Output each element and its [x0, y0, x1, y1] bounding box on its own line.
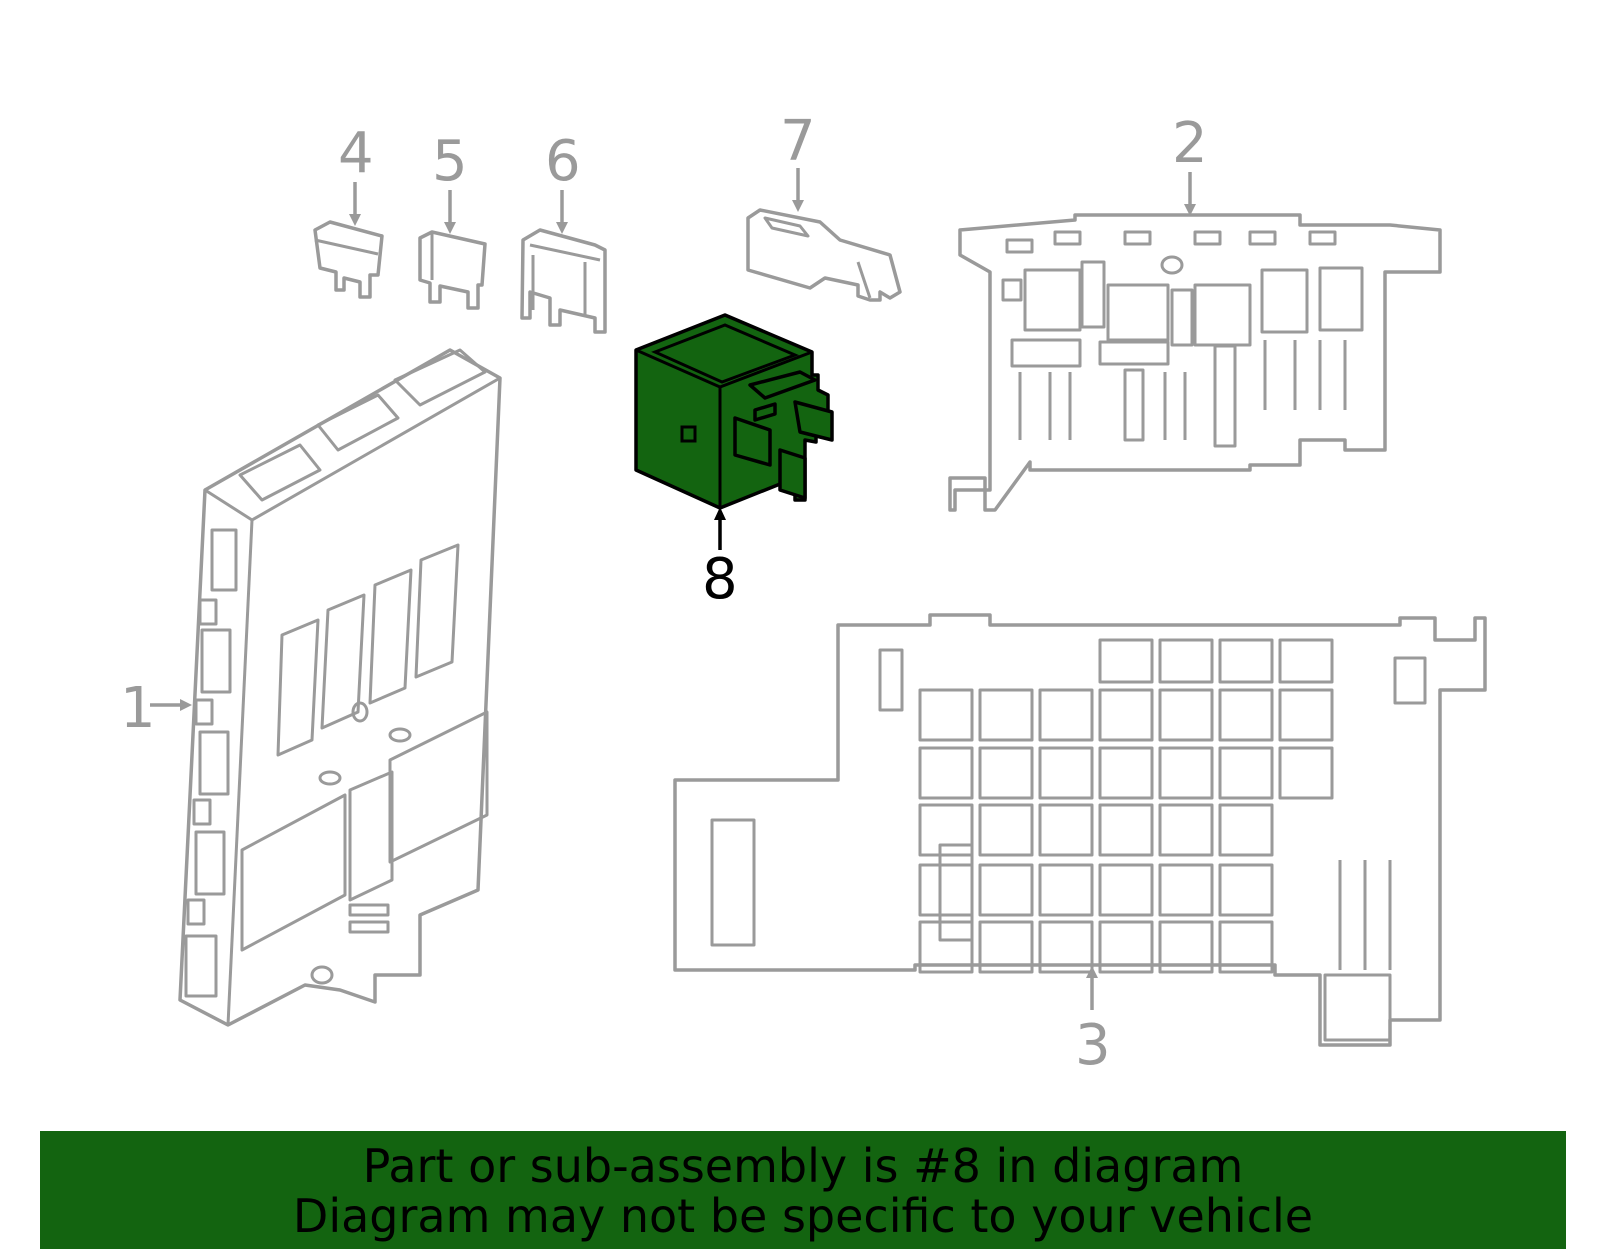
callout-1: 1 — [120, 676, 156, 741]
part-7-connector[interactable] — [746, 208, 902, 302]
fuse-slot — [978, 863, 1034, 917]
fuse-slot — [1278, 688, 1334, 742]
fuse-slot — [1098, 746, 1154, 800]
fuse-slot — [1158, 863, 1214, 917]
part-3-junction-block[interactable] — [673, 613, 1487, 1047]
fuse-slot — [1098, 863, 1154, 917]
part-2-relay-box[interactable] — [948, 213, 1442, 512]
fuse-slot — [1158, 746, 1214, 800]
fuse-slot — [1278, 746, 1334, 800]
fuse-slot — [1218, 863, 1274, 917]
part-1-control-module[interactable] — [178, 348, 502, 1027]
callout-8: 8 — [702, 547, 738, 612]
callout-3: 3 — [1075, 1013, 1111, 1078]
fuse-slot — [1158, 920, 1214, 974]
fuse-slot — [1038, 863, 1094, 917]
fuse-slot — [1038, 688, 1094, 742]
fuse-slot — [1098, 803, 1154, 857]
fuse-slot — [1098, 688, 1154, 742]
info-banner: Part or sub-assembly is #8 in diagram Di… — [40, 1131, 1566, 1249]
fuse-slot — [1038, 746, 1094, 800]
fuse-slot — [1218, 638, 1274, 684]
fuse-slot — [918, 803, 974, 857]
fuse-slot — [1158, 803, 1214, 857]
fuse-slot — [978, 803, 1034, 857]
callout-labels: 1 2 3 4 5 6 7 8 — [120, 109, 1208, 1078]
part-5-fuse[interactable] — [418, 230, 487, 310]
fuse-slot — [1218, 803, 1274, 857]
callout-5: 5 — [432, 129, 468, 194]
fuse-slot — [918, 746, 974, 800]
part-6-fuse[interactable] — [520, 228, 607, 334]
callout-7: 7 — [780, 109, 816, 174]
fuse-slot — [918, 688, 974, 742]
fuse-slot — [1098, 920, 1154, 974]
fuse-slot — [1038, 920, 1094, 974]
fuse-slot — [1158, 638, 1214, 684]
fuse-slot — [1158, 688, 1214, 742]
fuse-slot — [918, 920, 974, 974]
fuse-slot — [1278, 638, 1334, 684]
part-4-fuse[interactable] — [313, 220, 384, 299]
fuse-slot — [978, 746, 1034, 800]
fuse-slot — [1218, 688, 1274, 742]
fuse-slot — [1218, 746, 1274, 800]
fuse-slot — [978, 920, 1034, 974]
callout-arrows — [150, 168, 1196, 1010]
callout-6: 6 — [545, 129, 581, 194]
fuse-slot — [1098, 638, 1154, 684]
callout-4: 4 — [338, 121, 374, 186]
banner-line-2: Diagram may not be specific to your vehi… — [292, 1189, 1314, 1243]
fuse-slot — [1218, 920, 1274, 974]
banner-line-1: Part or sub-assembly is #8 in diagram — [362, 1139, 1244, 1193]
callout-2: 2 — [1172, 111, 1208, 176]
fuse-slot — [978, 688, 1034, 742]
fuse-slot — [1038, 803, 1094, 857]
part-8-relay[interactable] — [634, 313, 834, 510]
